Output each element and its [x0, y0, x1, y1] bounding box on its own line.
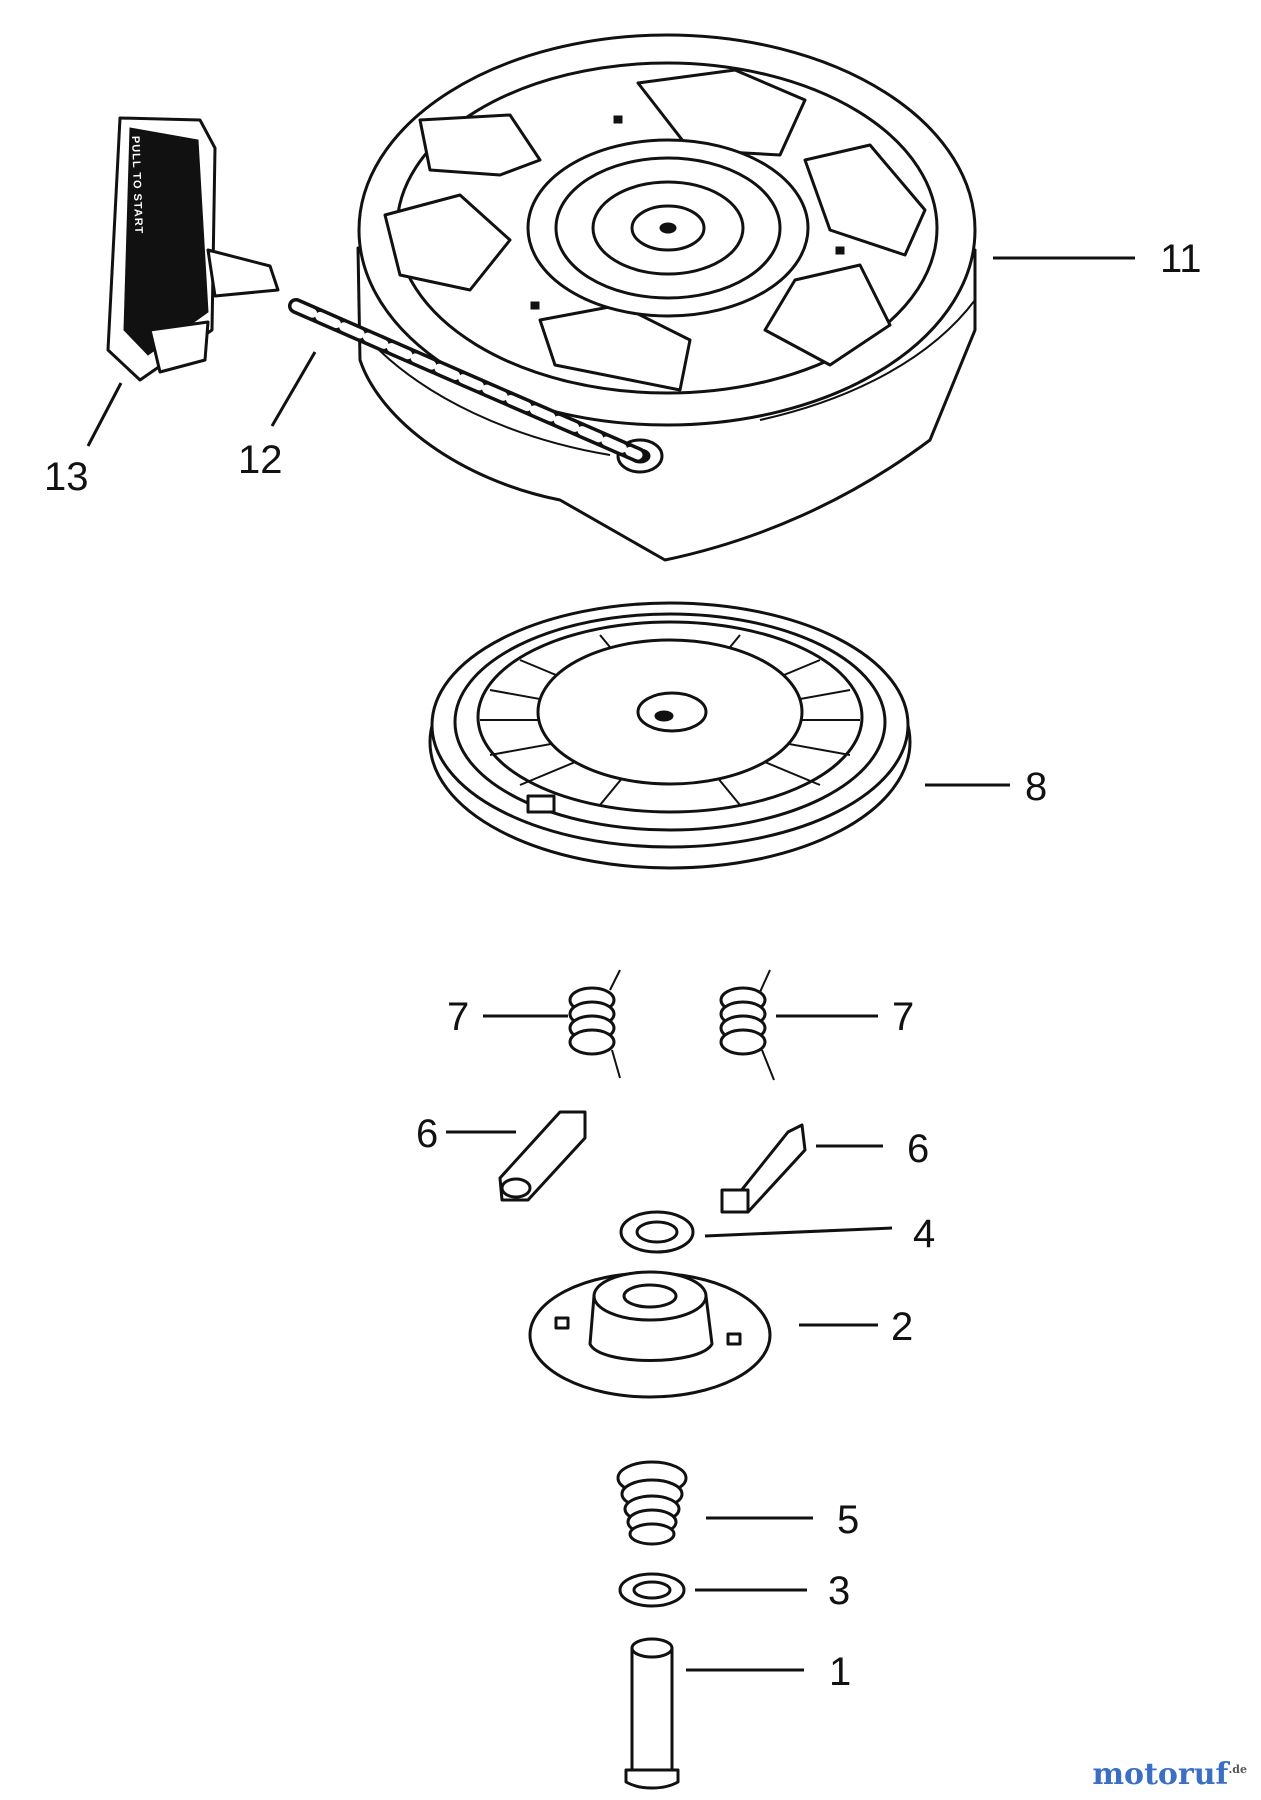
starter-handle-part-13: PULL TO START [106, 116, 280, 382]
callout-4: 4 [913, 1212, 935, 1256]
pawl-left-part-6 [498, 1110, 587, 1202]
callout-7-right: 7 [892, 995, 914, 1039]
watermark-tld: .de [1228, 1763, 1247, 1776]
retainer-part-2 [528, 1270, 772, 1399]
spring-right-part-7 [719, 969, 775, 1081]
watermark-brand: motoruf [1092, 1757, 1229, 1792]
callout-6-right: 6 [907, 1127, 929, 1171]
callout-8: 8 [1025, 765, 1047, 809]
callout-3: 3 [828, 1569, 850, 1613]
pin-part-1 [624, 1637, 680, 1790]
callout-1: 1 [829, 1650, 851, 1694]
leader-4 [704, 1226, 893, 1238]
leader-12 [270, 351, 317, 427]
leader-13 [86, 382, 123, 447]
watermark-logo: motoruf.de [1092, 1757, 1247, 1792]
callout-11: 11 [1160, 237, 1202, 281]
callout-13: 13 [44, 455, 89, 499]
callout-5: 5 [837, 1498, 859, 1542]
spring-part-5 [616, 1460, 688, 1546]
callout-2: 2 [891, 1305, 913, 1349]
washer-part-4 [619, 1210, 695, 1254]
pawl-right-part-6 [720, 1123, 807, 1214]
callout-12: 12 [238, 438, 283, 482]
starter-rope-part-12 [288, 298, 646, 463]
starter-housing-part-11 [356, 33, 977, 562]
washer-part-3 [618, 1572, 686, 1608]
spring-left-part-7 [568, 969, 621, 1079]
pulley-part-8 [428, 601, 912, 870]
callout-6-left: 6 [416, 1112, 438, 1156]
handle-label: PULL TO START [129, 136, 144, 235]
callout-7-left: 7 [447, 995, 469, 1039]
